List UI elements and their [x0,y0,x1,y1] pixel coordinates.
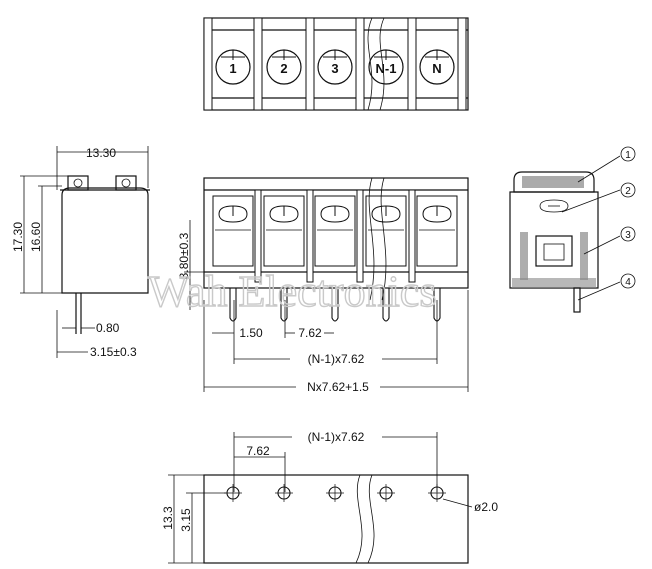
pcb-pitch-label: 7.62 [246,444,270,458]
front-barrier [408,189,416,283]
side-view: 13.30 17.30 16.60 0.80 3.15±0.3 [11,146,150,359]
section-view: 1 2 3 4 [509,146,636,313]
pcb-hole-label: ø2.0 [474,500,498,514]
front-terminal-window [212,195,254,267]
callout-4: 4 [625,277,631,288]
callout-1: 1 [625,150,631,161]
front-screw-head [218,205,248,223]
front-terminal-window [314,195,356,267]
screw-cap-section [522,176,584,188]
position-label-1: 1 [229,61,236,76]
position-label-3: 3 [331,61,338,76]
pcb-layout-view: (N-1)x7.62 7.62 13.3 3.15 ø2.0 [161,430,498,564]
front-pin [331,288,339,322]
top-barrier [203,17,213,111]
side-pin-label: 0.80 [96,321,120,335]
housing-base-section [512,278,596,288]
edge-label: 1.50 [239,326,263,340]
front-screw-head [320,205,350,223]
position-label-2: 2 [280,61,287,76]
position-label-n-1: N-1 [376,61,397,76]
callout-3: 3 [625,230,631,241]
top-barrier [253,17,263,111]
top-barrier [355,17,365,111]
top-barrier [407,17,417,111]
front-screw-head [371,205,401,223]
front-barrier [306,189,314,283]
side-offset-label: 3.15±0.3 [90,345,137,359]
front-screw-head [269,205,299,223]
front-terminal-window [416,195,458,267]
total-length-label: Nx7.62+1.5 [307,380,369,394]
pin-length-label: 3.80±0.3 [177,232,191,279]
front-pin [229,288,237,322]
watermark: Wah Electronics [148,267,436,316]
side-width-label: 13.30 [86,146,116,160]
front-pin [280,288,288,322]
front-screw-head [422,205,452,223]
pcb-span-label: (N-1)x7.62 [308,430,365,444]
front-barrier [356,189,364,283]
pitch-label: 7.62 [298,326,322,340]
pcb-depth-label: 13.3 [161,506,175,530]
callout-2: 2 [625,186,631,197]
side-height-label: 17.30 [11,222,25,252]
pcb-row-offset-label: 3.15 [179,508,193,532]
front-view: 3.80±0.3 1.50 7.62 (N-1)x7.62 Nx7.62+1.5 [177,177,469,394]
top-barrier [305,17,315,111]
position-label-n: N [432,61,441,76]
span-label: (N-1)x7.62 [308,352,365,366]
housing-wall-right [580,232,588,280]
front-pin [382,288,390,322]
top-view: 1 2 3 N-1 N [203,17,469,111]
side-body-height-label: 16.60 [29,222,43,252]
front-barrier [254,189,262,283]
housing-wall-left [520,232,528,280]
front-terminal-window [263,195,305,267]
top-barrier [457,17,467,111]
